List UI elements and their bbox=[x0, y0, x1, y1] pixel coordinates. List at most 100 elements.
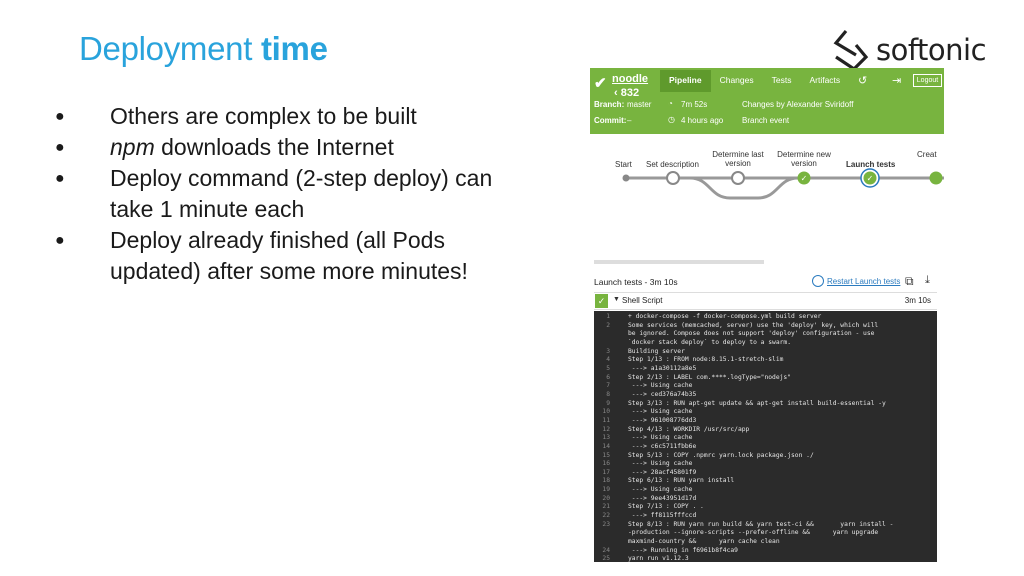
log-line: 1+ docker-compose -f docker-compose.yml … bbox=[594, 313, 937, 322]
log-line: 7 ---> Using cache bbox=[594, 382, 937, 391]
softonic-logo-icon bbox=[833, 29, 869, 71]
scrollbar[interactable] bbox=[594, 260, 764, 264]
log-console: 1+ docker-compose -f docker-compose.yml … bbox=[594, 311, 937, 562]
log-title: Launch tests - 3m 10s bbox=[594, 277, 678, 287]
log-line-text: ---> Using cache bbox=[628, 408, 693, 416]
tab-changes[interactable]: Changes bbox=[719, 75, 754, 85]
check-icon: ✓ bbox=[867, 174, 874, 183]
tab-artifacts[interactable]: Artifacts bbox=[809, 75, 841, 85]
log-line: 10 ---> Using cache bbox=[594, 408, 937, 417]
log-line-number: 10 bbox=[602, 408, 610, 416]
stage-label-launch-tests: Launch tests bbox=[846, 160, 896, 169]
log-line-number: 9 bbox=[606, 399, 610, 407]
log-line-text: Step 7/13 : COPY . . bbox=[628, 503, 704, 511]
log-line-text: Step 3/13 : RUN apt-get update && apt-ge… bbox=[628, 399, 886, 407]
trigger-value: Branch event bbox=[742, 116, 790, 125]
duration-value: 7m 52s bbox=[681, 100, 708, 109]
logout-button[interactable]: Logout bbox=[913, 74, 942, 87]
bullet-item: Others are complex to be built bbox=[52, 101, 502, 132]
log-line: 17 ---> 28acf45801f9 bbox=[594, 469, 937, 478]
log-line-number bbox=[594, 529, 628, 538]
log-line-text: ---> c6c5711fbb6e bbox=[628, 442, 697, 450]
title-bold: time bbox=[260, 30, 328, 67]
softonic-logo: softonic bbox=[832, 28, 987, 72]
log-line-text: ---> 28acf45801f9 bbox=[628, 468, 697, 476]
log-line: 8 ---> ced376a74b35 bbox=[594, 391, 937, 400]
log-line-number: 16 bbox=[602, 460, 610, 468]
log-line-text: Some services (memcached, server) use th… bbox=[628, 321, 879, 329]
tab-pipeline[interactable]: Pipeline bbox=[660, 70, 711, 92]
bullet-item: npm downloads the Internet bbox=[52, 132, 502, 163]
log-line: 9 Step 3/13 : RUN apt-get update && apt-g… bbox=[594, 400, 937, 409]
time-ago-value: 4 hours ago bbox=[681, 116, 724, 125]
stage-label-determine-new-version: Determine new version bbox=[777, 150, 831, 168]
restart-link[interactable]: Restart Launch tests bbox=[827, 277, 901, 286]
pipeline-header: ✔ noodle ‹ 832 Pipeline Changes Tests Ar… bbox=[590, 68, 944, 134]
chevron-down-icon[interactable]: ▼ bbox=[613, 296, 620, 303]
stage-node-determine-new-version[interactable] bbox=[797, 171, 811, 185]
log-line-text: ---> Running in f6961b8f4ca9 bbox=[628, 546, 738, 554]
exit-icon[interactable]: ⇥ bbox=[892, 75, 902, 87]
log-line-text: Step 5/13 : COPY .npmrc yarn.lock packag… bbox=[628, 451, 814, 459]
log-line-text: Step 1/13 : FROM node:8.15.1-stretch-sli… bbox=[628, 356, 784, 364]
log-line-text: Step 4/13 : WORKDIR /usr/src/app bbox=[628, 425, 750, 433]
log-line-number: 13 bbox=[602, 434, 610, 442]
tab-tests[interactable]: Tests bbox=[771, 75, 792, 85]
log-line-text: ---> Using cache bbox=[628, 460, 693, 468]
pipeline-name-link[interactable]: noodle bbox=[612, 73, 649, 85]
stage-label-start: Start bbox=[615, 160, 632, 169]
log-line-text: Step 2/13 : LABEL com.****.logType="node… bbox=[628, 373, 792, 381]
log-line-text: -production --ignore-scripts --prefer-of… bbox=[628, 529, 879, 537]
bullet-item: Deploy command (2-step deploy) can take … bbox=[52, 163, 502, 225]
download-icon[interactable]: ⤓ bbox=[925, 274, 930, 286]
commit-value: – bbox=[627, 116, 632, 125]
stage-label-set-description: Set description bbox=[646, 160, 699, 169]
log-line: 24 ---> Running in f6961b8f4ca9 bbox=[594, 547, 937, 556]
log-line: 6 Step 2/13 : LABEL com.****.logType="nod… bbox=[594, 374, 937, 383]
log-line-number: 20 bbox=[602, 494, 610, 502]
log-line-number bbox=[594, 538, 628, 547]
log-line-text: be ignored. Compose does not support 'de… bbox=[628, 330, 875, 338]
stage-node-create[interactable] bbox=[929, 171, 943, 185]
log-line-text: Step 6/13 : RUN yarn install bbox=[628, 477, 735, 485]
external-link-icon[interactable]: ⧉ bbox=[905, 274, 914, 288]
step-time: 3m 10s bbox=[904, 296, 931, 305]
log-line-number: 24 bbox=[602, 546, 610, 554]
stage-node-set-description[interactable] bbox=[666, 171, 680, 185]
time-icon: ◷ bbox=[668, 115, 675, 124]
pipeline-tabs: Pipeline Changes Tests Artifacts bbox=[660, 70, 849, 92]
log-line-number bbox=[594, 339, 628, 348]
log-line: `docker stack deploy` to deploy to a swa… bbox=[594, 339, 937, 348]
bullet-italic: npm bbox=[110, 134, 155, 160]
success-check-icon: ✔ bbox=[594, 75, 607, 92]
restart-icon[interactable] bbox=[812, 275, 824, 287]
rerun-icon[interactable]: ↺ bbox=[858, 75, 868, 87]
log-line-text: maxmind-country && yarn cache clean bbox=[628, 538, 780, 546]
clock-icon: ◔ bbox=[668, 99, 673, 108]
log-line-number: 17 bbox=[602, 468, 610, 476]
stage-node-start bbox=[622, 174, 630, 182]
log-line-number: 5 bbox=[606, 364, 610, 372]
log-step[interactable]: ✓ ▼ Shell Script 3m 10s bbox=[594, 292, 937, 310]
log-line: 16 ---> Using cache bbox=[594, 460, 937, 469]
log-line-number: 6 bbox=[606, 373, 610, 381]
stage-node-determine-last-version[interactable] bbox=[731, 171, 745, 185]
log-line-text: ---> Using cache bbox=[628, 382, 693, 390]
log-line-text: yarn run v1.12.3 bbox=[628, 555, 689, 562]
log-line: 13 ---> Using cache bbox=[594, 434, 937, 443]
launch-tests-fill bbox=[863, 171, 877, 185]
commit-label: Commit: bbox=[594, 116, 627, 125]
bullet-item: Deploy already finished (all Pods update… bbox=[52, 225, 502, 287]
log-line-number: 7 bbox=[606, 382, 610, 390]
step-success-icon: ✓ bbox=[595, 294, 608, 308]
log-line: -production --ignore-scripts --prefer-of… bbox=[594, 529, 937, 538]
log-line-number: 22 bbox=[602, 512, 610, 520]
pipeline-stages: Start Set description Determine last ver… bbox=[590, 134, 944, 214]
log-line-number: 14 bbox=[602, 442, 610, 450]
